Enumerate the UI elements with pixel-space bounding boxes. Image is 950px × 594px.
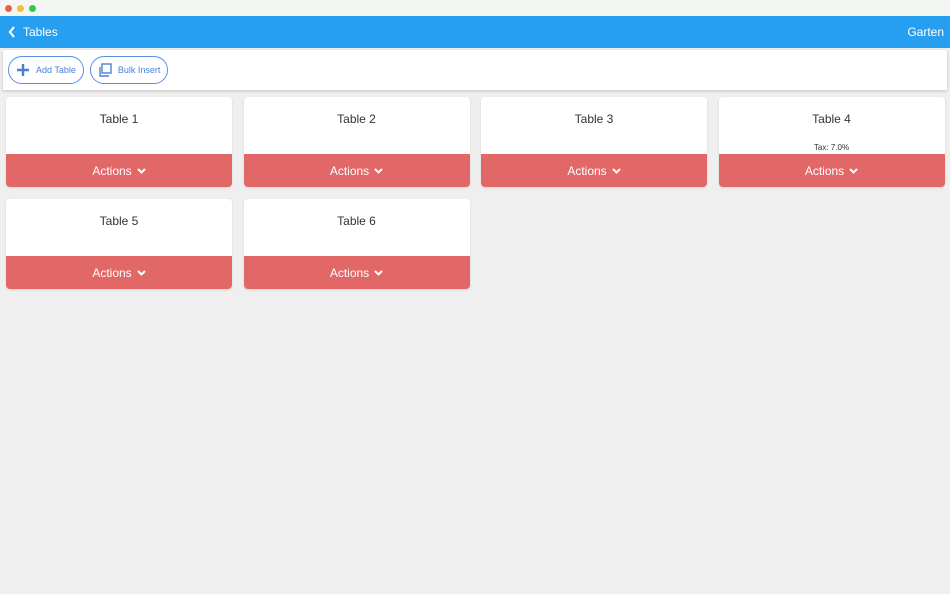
window-titlebar bbox=[0, 0, 950, 16]
tables-grid: Table 1 Actions Table 2 Actions Table 3 Actio… bbox=[6, 97, 945, 289]
actions-label: Actions bbox=[329, 163, 370, 178]
table-name: Table 3 bbox=[574, 112, 614, 126]
table-card-body: Table 4 Tax: 7.0% bbox=[719, 97, 945, 154]
bulk-insert-button[interactable]: Bulk Insert bbox=[89, 56, 169, 84]
table-tax: Tax: 7.0% bbox=[813, 143, 850, 152]
app-header: Tables Garten bbox=[0, 16, 950, 48]
actions-button[interactable]: Actions bbox=[6, 154, 232, 187]
actions-label: Actions bbox=[804, 163, 845, 178]
table-card[interactable]: Table 6 Actions bbox=[243, 199, 470, 289]
actions-label: Actions bbox=[567, 163, 607, 178]
actions-button[interactable]: Actions bbox=[6, 256, 232, 289]
copy-icon bbox=[99, 63, 112, 77]
table-card-body: Table 3 bbox=[481, 97, 707, 154]
actions-button[interactable]: Actions bbox=[481, 154, 707, 187]
minimize-window-button[interactable] bbox=[17, 4, 24, 12]
venue-name: Garten bbox=[907, 25, 944, 39]
maximize-window-button[interactable] bbox=[29, 4, 36, 12]
table-card-body: Table 6 bbox=[244, 199, 470, 256]
table-name: Table 6 bbox=[337, 214, 376, 228]
actions-button[interactable]: Actions bbox=[243, 256, 470, 289]
bulk-insert-label: Bulk Insert bbox=[117, 65, 161, 75]
actions-label: Actions bbox=[329, 265, 370, 280]
table-name: Table 2 bbox=[337, 112, 376, 126]
table-card[interactable]: Table 5 Actions bbox=[6, 199, 232, 289]
table-card-body: Table 2 bbox=[244, 97, 470, 154]
actions-label: Actions bbox=[92, 163, 132, 178]
chevron-down-icon bbox=[374, 167, 383, 174]
table-name: Table 1 bbox=[99, 112, 139, 126]
chevron-down-icon bbox=[136, 269, 146, 276]
plus-icon bbox=[17, 64, 29, 76]
chevron-down-icon bbox=[849, 167, 858, 174]
chevron-down-icon bbox=[136, 167, 146, 174]
table-name: Table 5 bbox=[99, 214, 139, 228]
table-card-body: Table 5 bbox=[6, 199, 232, 256]
table-card-body: Table 1 bbox=[6, 97, 232, 154]
add-table-label: Add Table bbox=[36, 65, 76, 75]
back-button[interactable]: Tables bbox=[8, 25, 58, 39]
table-card[interactable]: Table 3 Actions bbox=[481, 97, 707, 187]
chevron-left-icon bbox=[8, 26, 15, 38]
table-card[interactable]: Table 1 Actions bbox=[6, 97, 232, 187]
actions-button[interactable]: Actions bbox=[718, 154, 945, 187]
table-name: Table 4 bbox=[812, 112, 851, 126]
table-card[interactable]: Table 2 Actions bbox=[243, 97, 470, 187]
add-table-button[interactable]: Add Table bbox=[8, 56, 84, 84]
actions-label: Actions bbox=[92, 265, 132, 280]
chevron-down-icon bbox=[611, 167, 621, 174]
toolbar: Add Table Bulk Insert bbox=[3, 50, 947, 90]
table-card[interactable]: Table 4 Tax: 7.0% Actions bbox=[718, 97, 945, 187]
close-window-button[interactable] bbox=[5, 4, 12, 12]
chevron-down-icon bbox=[374, 269, 383, 276]
actions-button[interactable]: Actions bbox=[243, 154, 470, 187]
back-label: Tables bbox=[23, 25, 58, 39]
